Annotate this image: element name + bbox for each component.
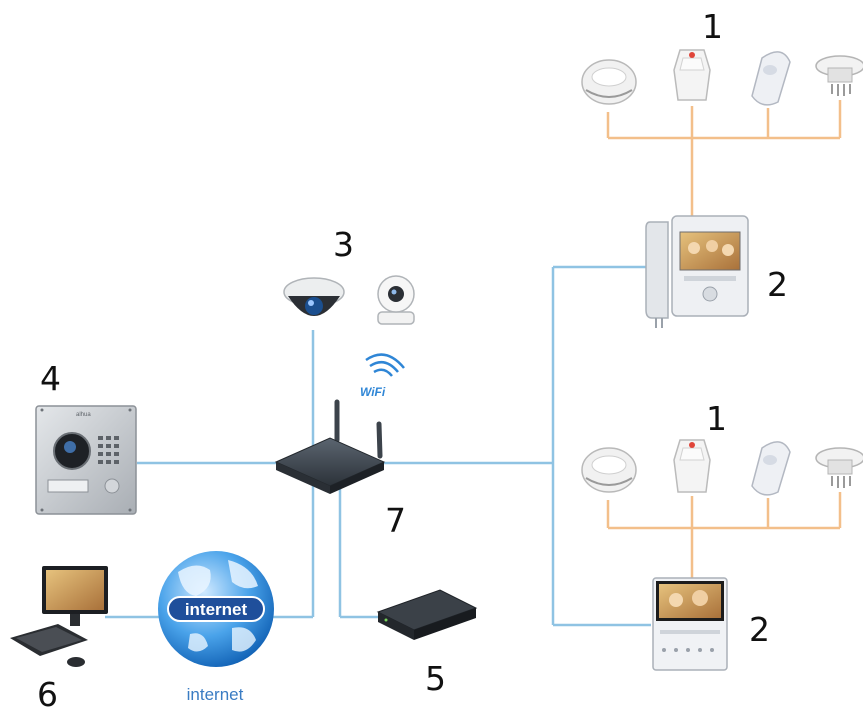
- gas-detector-icon: [815, 447, 863, 488]
- indoor-monitor-bottom: [652, 577, 728, 671]
- curtain-sensor-icon: [751, 441, 791, 496]
- smoke-detector-icon: [581, 59, 637, 105]
- label-nvr: 5: [425, 659, 446, 698]
- label-monitor-top: 2: [767, 265, 788, 304]
- label-monitor-bottom: 2: [749, 610, 770, 649]
- alarm-lines: [606, 100, 842, 578]
- label-pc: 6: [37, 675, 58, 710]
- door-station: alhua: [35, 405, 137, 515]
- internet-globe-label: internet: [185, 600, 248, 619]
- internet-globe: internet: [158, 551, 274, 667]
- dome-camera-icon: [283, 277, 345, 316]
- pir-motion-sensor-icon: [673, 439, 711, 493]
- curtain-sensor-icon: [751, 51, 791, 106]
- label-sensors-top: 1: [702, 7, 723, 46]
- wifi-label: WiFi: [360, 385, 386, 399]
- label-cameras: 3: [333, 225, 354, 264]
- internet-caption: internet: [187, 685, 244, 704]
- wifi-icon: [365, 353, 405, 377]
- sensors-group-top: [581, 49, 863, 106]
- nvr-recorder-icon: [376, 589, 478, 640]
- label-door-station: 4: [40, 359, 61, 398]
- ptz-camera-icon: [377, 275, 415, 325]
- label-sensors-bottom: 1: [706, 399, 727, 438]
- label-router: 7: [385, 501, 406, 540]
- pc-workstation-icon: [10, 566, 108, 667]
- network-lines: [105, 265, 651, 627]
- router-icon: [274, 399, 386, 494]
- smoke-detector-icon: [581, 447, 637, 493]
- door-station-brand: alhua: [76, 412, 91, 418]
- gas-detector-icon: [815, 55, 863, 96]
- sensors-group-bottom: [581, 439, 863, 496]
- number-labels: 1 2 3 4 1 7 2 5 6: [37, 7, 788, 714]
- indoor-monitor-top: [645, 215, 749, 328]
- pir-motion-sensor-icon: [673, 49, 711, 101]
